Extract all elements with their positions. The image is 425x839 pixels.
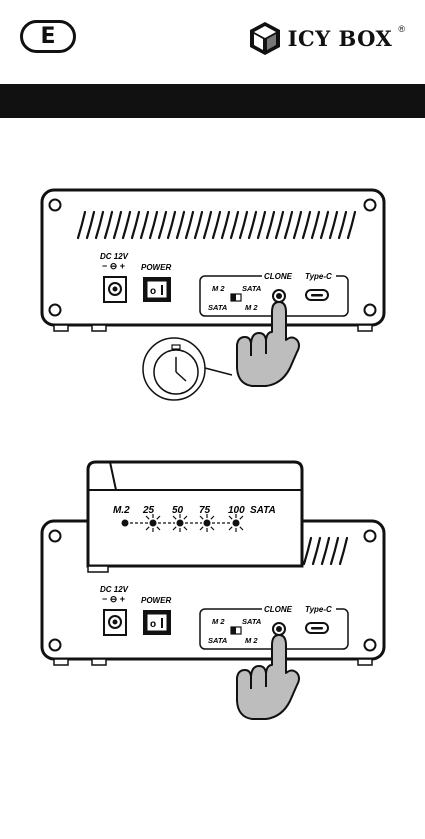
figure2-led-panel [88, 462, 302, 572]
figure2-mode-switch [231, 627, 241, 634]
figure2-switch-top-right: SATA [242, 617, 261, 626]
figure2-switch-bottom-right: M 2 [245, 636, 258, 645]
svg-text:o: o [150, 286, 156, 297]
figure1-dc-label: DC 12V [100, 252, 129, 261]
figure2-led-percent-3: 75 [199, 505, 211, 516]
figure2-clone-label: CLONE [264, 605, 293, 614]
svg-text:o: o [150, 619, 156, 630]
figure2-dc-polarity: − ⊖ + [102, 594, 125, 604]
figure1-switch-top-left: M 2 [212, 284, 225, 293]
led-indicator [150, 520, 157, 527]
figure2-power-label: POWER [141, 596, 171, 605]
figure2-dc-label: DC 12V [100, 585, 129, 594]
figure2-typec-label: Type-C [305, 605, 332, 614]
figure1-clone-button [273, 290, 285, 302]
figure2-led-percent-2: 50 [172, 505, 184, 516]
figure2-switch-top-left: M 2 [212, 617, 225, 626]
figure2-led-right-label: SATA [250, 505, 276, 516]
figure2-power-switch: o [143, 610, 171, 635]
figure1-mode-switch [231, 294, 241, 301]
led-indicator [233, 520, 240, 527]
figure1-dc-jack [104, 277, 126, 302]
figure1-clone-label: CLONE [264, 272, 293, 281]
figure2-clone-button [273, 623, 285, 635]
led-indicator [177, 520, 184, 527]
figure2-switch-bottom-left: SATA [208, 636, 227, 645]
figure1-stopwatch-icon [143, 338, 232, 400]
figure1-typec-label: Type-C [305, 272, 332, 281]
figure1-switch-top-right: SATA [242, 284, 261, 293]
figure1-power-switch: o [143, 277, 171, 302]
figure1-dc-polarity: − ⊖ + [102, 261, 125, 271]
figure1-switch-bottom-left: SATA [208, 303, 227, 312]
led-indicator [204, 520, 211, 527]
led-indicator [122, 520, 129, 527]
figure1-power-label: POWER [141, 263, 171, 272]
figure1-switch-bottom-right: M 2 [245, 303, 258, 312]
figure2-dc-jack [104, 610, 126, 635]
figure2-led-left-label: M.2 [113, 505, 130, 516]
